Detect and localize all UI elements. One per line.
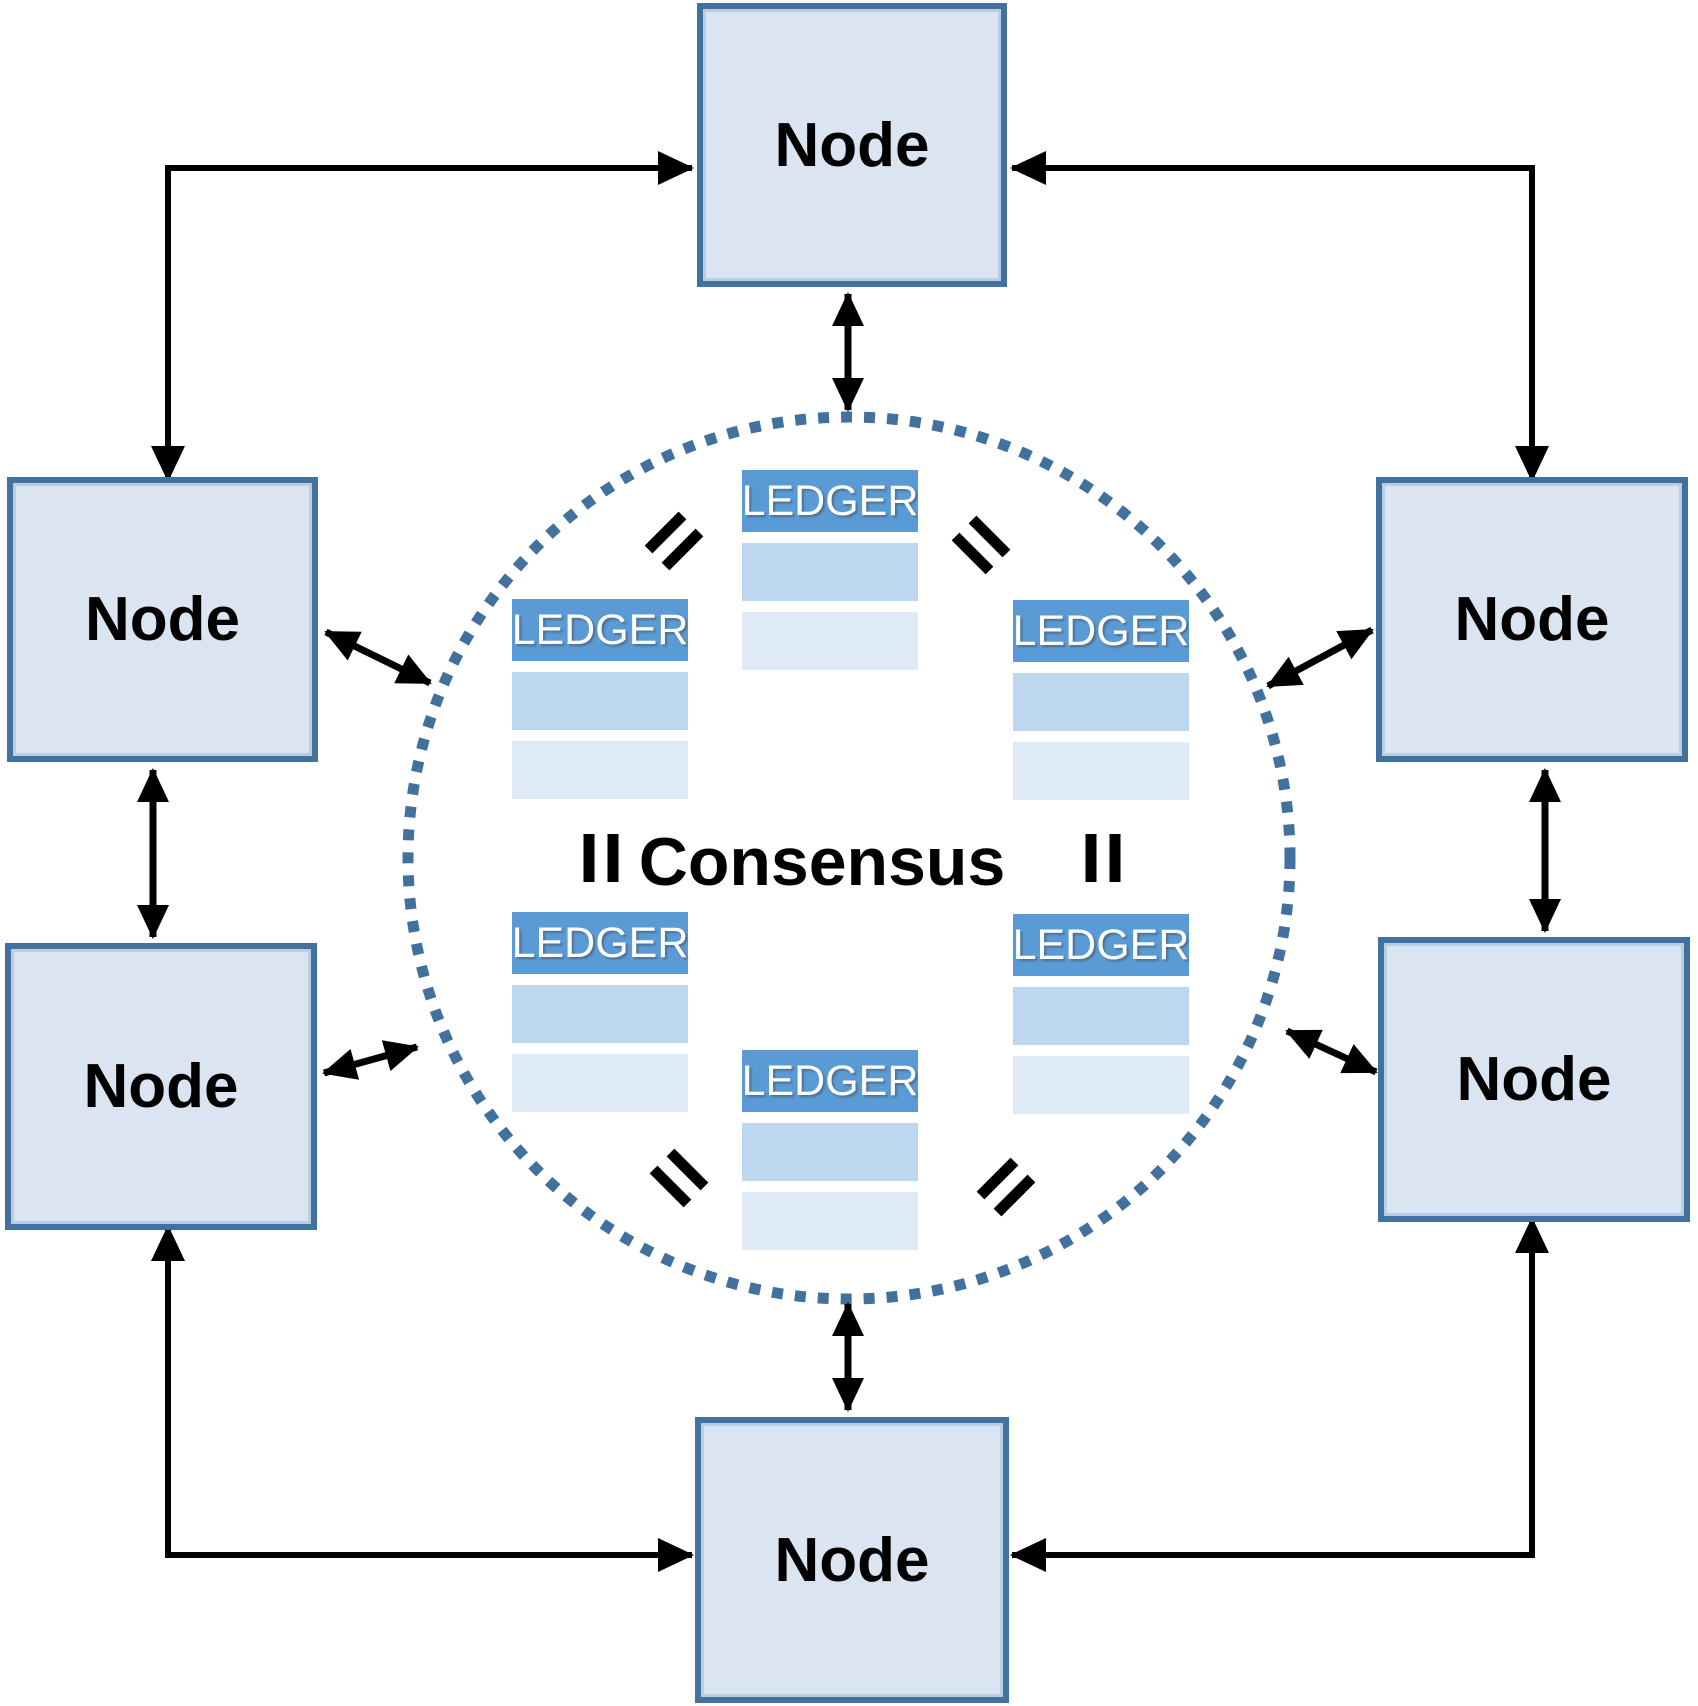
ledger-header: LEDGER bbox=[512, 599, 688, 661]
consensus-circle-dotted-border bbox=[402, 411, 1296, 1305]
node-label: Node bbox=[85, 585, 240, 654]
node-label: Node bbox=[774, 1525, 930, 1595]
ledger-row bbox=[742, 1123, 918, 1181]
equals-bar bbox=[1109, 834, 1121, 882]
ledger-row bbox=[742, 543, 918, 601]
ledger-row bbox=[512, 1054, 688, 1112]
ledger-row bbox=[742, 612, 918, 670]
ledger-row bbox=[1013, 673, 1189, 731]
equals-bar bbox=[583, 834, 595, 882]
ledger-row bbox=[512, 985, 688, 1043]
node-box-lower-left: Node bbox=[5, 943, 317, 1230]
node-label: Node bbox=[1456, 1045, 1612, 1114]
ledger-table-upper-left: LEDGER bbox=[512, 599, 688, 799]
equals-bar bbox=[1085, 834, 1097, 882]
ledger-row bbox=[512, 741, 688, 799]
equals-icon bbox=[583, 834, 619, 882]
ledger-row bbox=[1013, 1056, 1189, 1114]
ledger-row bbox=[1013, 742, 1189, 800]
connector-upperright-to-top bbox=[1010, 151, 1549, 482]
node-box-upper-right: Node bbox=[1376, 477, 1688, 762]
ledger-table-upper-right: LEDGER bbox=[1013, 600, 1189, 800]
arrow-upperleftnode-to-circle bbox=[324, 628, 432, 687]
ledger-table-top: LEDGER bbox=[742, 470, 918, 670]
node-label: Node bbox=[1454, 585, 1610, 654]
ledger-row bbox=[512, 672, 688, 730]
connector-upperleft-to-top bbox=[151, 151, 694, 482]
ledger-row bbox=[742, 1192, 918, 1250]
equals-bar bbox=[607, 834, 619, 882]
node-label: Node bbox=[83, 1052, 239, 1121]
ledger-header: LEDGER bbox=[512, 912, 688, 974]
node-box-upper-left: Node bbox=[7, 477, 318, 762]
equals-icon bbox=[1085, 834, 1121, 882]
ledger-header: LEDGER bbox=[742, 470, 918, 532]
ledger-header: LEDGER bbox=[1013, 600, 1189, 662]
node-box-lower-right: Node bbox=[1378, 937, 1690, 1222]
ledger-table-lower-right: LEDGER bbox=[1013, 914, 1189, 1114]
ledger-header: LEDGER bbox=[1013, 914, 1189, 976]
node-box-bottom: Node bbox=[695, 1417, 1009, 1703]
node-box-top: Node bbox=[697, 3, 1007, 287]
ledger-table-bottom: LEDGER bbox=[742, 1050, 918, 1250]
connector-lowerleft-to-bottom bbox=[151, 1225, 694, 1572]
arrow-lowerleftnode-to-circle bbox=[322, 1040, 419, 1080]
node-label: Node bbox=[774, 110, 930, 180]
arrow-upperrightnode-to-circle bbox=[1266, 626, 1374, 690]
ledger-table-lower-left: LEDGER bbox=[512, 912, 688, 1112]
ledger-header: LEDGER bbox=[742, 1050, 918, 1112]
connector-lowerright-to-bottom bbox=[1010, 1217, 1549, 1572]
arrow-lowerrightnode-to-circle bbox=[1285, 1027, 1378, 1076]
consensus-label: Consensus bbox=[638, 824, 1006, 900]
ledger-row bbox=[1013, 987, 1189, 1045]
